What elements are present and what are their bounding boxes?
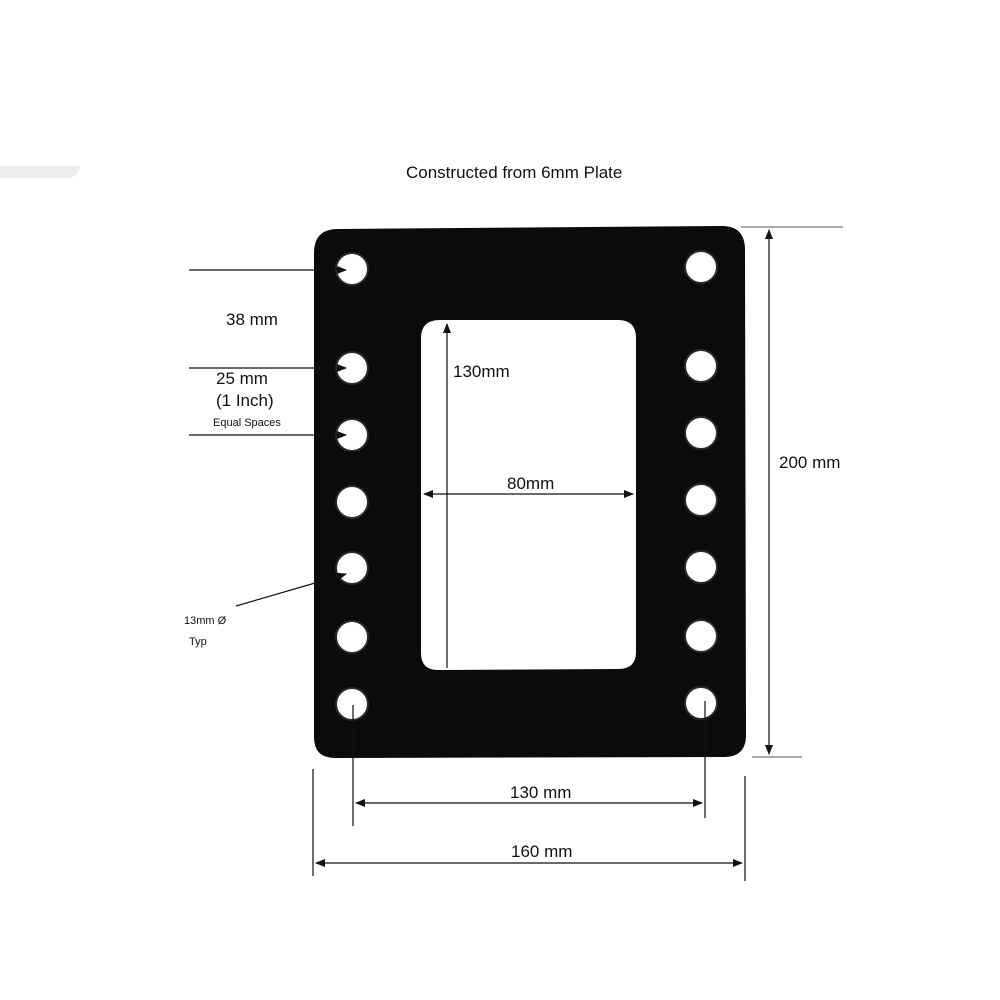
hole-spacing-label: 25 mm <box>216 369 268 388</box>
hole-center-distance-label: 130 mm <box>510 783 572 802</box>
drawing-title: Constructed from 6mm Plate <box>406 163 623 182</box>
overall-width-label: 160 mm <box>511 842 573 861</box>
steel-plate <box>314 226 746 758</box>
left-hole-row <box>335 252 369 721</box>
window-height-label: 130mm <box>453 362 510 381</box>
hole-spacing-imperial-label: (1 Inch) <box>216 391 274 410</box>
hole-diameter-note: Typ <box>189 636 207 648</box>
hole-diameter-label: 13mm Ø <box>184 615 227 627</box>
top-hole-offset-label: 38 mm <box>226 310 278 329</box>
overall-height-label: 200 mm <box>779 453 841 472</box>
equal-spaces-note: Equal Spaces <box>213 417 281 429</box>
background-smudge <box>0 166 80 178</box>
window-width-label: 80mm <box>507 474 555 493</box>
right-hole-row <box>684 250 718 720</box>
